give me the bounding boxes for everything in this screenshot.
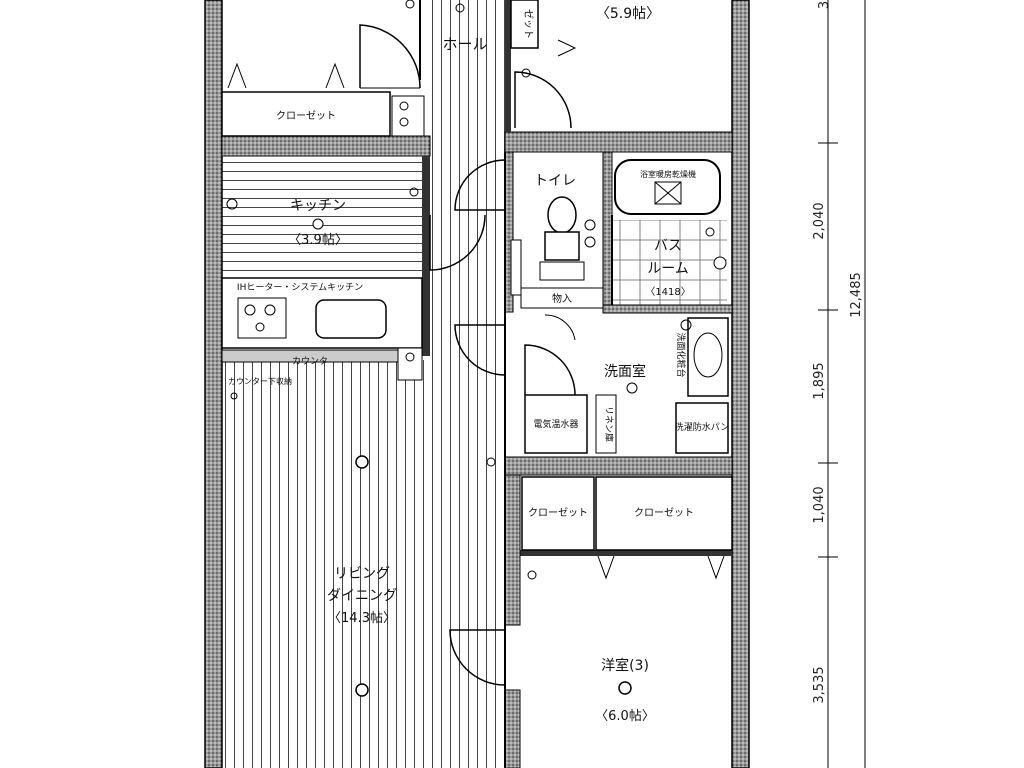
dimension-2040: 2,040 [812, 202, 827, 239]
outer-wall-right [731, 0, 750, 768]
closet-lower-left-label: クローゼット [528, 507, 588, 519]
closet-upper-left-label: クローゼット [276, 110, 336, 122]
wall-toilet-bath [602, 151, 613, 313]
living-label-2: ダイニング [327, 588, 397, 604]
dimension-3535: 3,535 [812, 666, 827, 703]
dimension-total: 12,485 [849, 272, 864, 318]
bath-floor [612, 220, 727, 305]
closet-lower-right-label: クローゼット [634, 507, 694, 519]
storage [520, 287, 604, 309]
vanity-label: 洗面化粧台 [675, 332, 687, 377]
laundry-label: 洗濯防水パン [675, 421, 729, 433]
bath-size: 〈1418〉 [645, 286, 690, 298]
wall-closet-bottom [520, 550, 732, 556]
laundry-pan [675, 402, 729, 454]
western-room-label: 洋室(3) [601, 657, 649, 674]
counter-label: カウンタ [292, 356, 328, 367]
wall-hall-right-top [505, 0, 511, 132]
door-upper-left[interactable] [359, 24, 421, 89]
closet-lower-right [595, 476, 733, 551]
bath-label-1: バス [654, 238, 682, 254]
dimension-1040: 1,040 [812, 486, 827, 523]
washroom-label: 洗面室 [604, 363, 646, 380]
wall-kitchen-right [422, 156, 430, 356]
dimension-top: 3 [817, 1, 832, 9]
toilet-label: トイレ [534, 173, 576, 189]
door-top-room[interactable] [514, 71, 572, 129]
room-top-size: 〈5.9帖〉 [596, 6, 660, 22]
closet-top [510, 0, 539, 49]
kitchen-size: 〈3.9帖〉 [288, 233, 348, 248]
door-toilet[interactable] [454, 159, 506, 211]
wall-hall-right-bottom [504, 689, 521, 768]
living-floor [222, 360, 505, 768]
toilet-bowl [547, 196, 577, 234]
outer-wall-left [204, 0, 223, 768]
linen [595, 394, 617, 454]
water-heater-label: 電気温水器 [533, 418, 578, 430]
kitchen-system-label: IHヒーター・システムキッチン [237, 282, 363, 293]
water-heater [524, 394, 588, 454]
living-label-1: リビング [334, 566, 390, 582]
wall-top-room-bottom [504, 131, 733, 153]
closet-lower-left [521, 476, 595, 551]
kitchen-floor [222, 158, 427, 278]
door-bath[interactable] [544, 314, 576, 341]
kitchen-sink [315, 299, 387, 339]
door-living-western[interactable] [449, 629, 506, 686]
wall-hall-right-lower [504, 474, 521, 626]
closet-top-label: ゼット [522, 9, 534, 39]
bath-label-2: ルーム [647, 261, 689, 277]
bath-heater-label: 浴室暖房乾燥機 [640, 169, 696, 179]
door-washroom-hall[interactable] [454, 324, 506, 376]
living-size: 〈14.3帖〉 [328, 611, 396, 626]
ih-cooktop [237, 297, 287, 339]
hall-label: ホール [442, 35, 487, 53]
dimension-1895: 1,895 [812, 362, 827, 399]
wall-upper-left-bottom [221, 135, 431, 157]
linen-label: リネン庫 [603, 406, 615, 442]
wall-bath-wash [602, 304, 733, 314]
door-kitchen-hall[interactable] [429, 214, 486, 271]
wall-wash-bottom [504, 456, 733, 476]
storage-label: 物入 [552, 292, 572, 305]
western-room-size: 〈6.0帖〉 [595, 709, 655, 724]
kitchen-label: キッチン [290, 198, 346, 214]
door-washroom[interactable] [524, 344, 576, 396]
closet-upper-left [221, 91, 391, 137]
counter-under-label: カウンター下収納 [228, 376, 292, 386]
